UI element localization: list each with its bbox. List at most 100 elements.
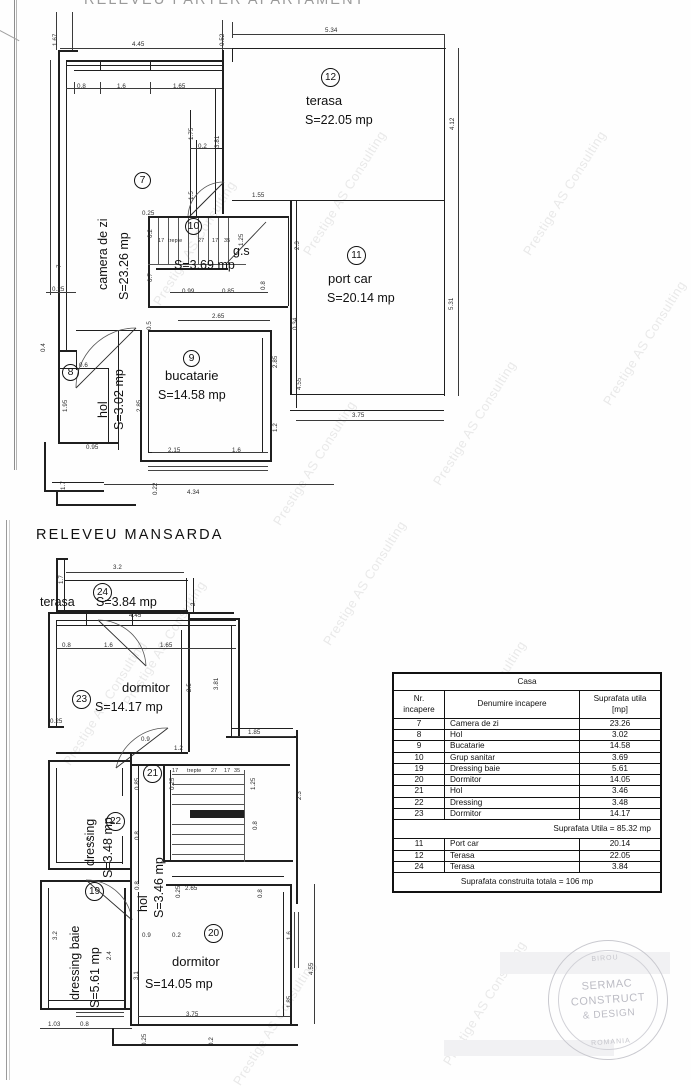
dim-value: 5.31 [448,297,455,310]
room-area-hol: S=3.02 mp [112,369,126,430]
watermark: Prestige AS Consulting [270,397,360,528]
wall [66,60,67,350]
table-title-row: Casa [393,672,661,692]
wall [56,620,57,728]
wall [56,558,68,560]
wall [122,768,123,796]
watermark: Prestige AS Consulting [300,127,390,258]
room-number-20: 20 [204,924,223,943]
wall [138,764,139,884]
table-row: 24 Terasa 3.84 [393,860,661,874]
dim-value: 1.75 [188,127,195,140]
dim-value: 1.85 [286,996,293,1008]
dim-value: 1.03 [48,1021,61,1028]
door-swing-icon [85,879,133,921]
dim-value: 0.8 [62,642,71,649]
wall [58,50,78,52]
wall [56,610,188,612]
wall [222,50,224,64]
wall [290,200,444,201]
dim-ext-line [444,34,445,48]
watermark: Prestige AS Consulting [320,517,410,648]
table-title: Casa [393,672,661,692]
wall [270,330,272,462]
wall [130,884,132,1024]
cell-nr: 23 [393,807,445,821]
room-number-label: 11 [351,249,362,261]
room-name-hol: hol [96,401,110,418]
wall [140,460,272,462]
page-edge-left-3 [6,520,7,1080]
wall [444,200,445,396]
dim-value: 3.1 [133,971,140,980]
cell-area: 23.26 [579,717,661,731]
room-area-hol-mansarda: S=3.46 mp [152,857,166,918]
dim-value: 4.34 [187,489,200,496]
wall [112,1044,298,1046]
wall [56,558,58,610]
dim-line [314,884,315,1024]
room-name-camera-de-zi: camera de zi [96,218,110,290]
stamp-ring [554,946,662,1054]
table: Casa Nr. incapere Denumire incapere Supr… [393,672,661,893]
wall [170,770,171,860]
room-area-terasa-mansarda: S=3.84 mp [96,595,157,609]
room-number-9: 9 [183,350,200,367]
wall [186,578,187,612]
wall [48,612,50,728]
wall [130,764,290,766]
dim-value: 2.3 [294,241,301,250]
dim-value: 4.45 [129,612,142,619]
wall [166,884,290,886]
cell-area: 5.61 [579,762,661,776]
wall [163,860,293,862]
dim-value: 0.8 [260,281,267,290]
cell-nr: 9 [393,740,445,753]
dim-line [138,1016,290,1017]
dim-ext-line [72,12,73,50]
dim-value: 1.65 [160,642,173,649]
stair-tread [188,218,189,264]
table-row: 21 Hol 3.46 [393,785,661,798]
dim-line-445 [60,48,222,49]
cell-name: Dormitor [444,773,580,787]
wall [58,350,76,352]
dim-line-434 [104,484,334,485]
dim-value: 0.6 [79,362,88,369]
dim-value: 0.22 [152,482,159,495]
page-edge-left-2 [16,0,17,470]
wall [122,836,123,864]
dim-line [190,148,214,149]
wall [58,350,60,442]
cell-name: Grup sanitar [444,751,580,764]
wall [193,578,194,612]
window [76,1016,124,1017]
window [76,1012,124,1013]
dim-value: 17 [224,768,231,774]
dim-value: 0.9 [141,736,150,743]
window [148,466,268,467]
wall [130,752,132,884]
wall [181,630,182,752]
plan-title-parter: RELEVEU PARTER APARTAMENT [84,0,366,8]
wall [290,884,292,1024]
table-header-row: Nr. incapere Denumire incapere Suprafata… [393,690,661,719]
dim-line [170,292,268,293]
cell-name: Dressing [444,796,580,809]
table-row: 11 Port car 20.14 [393,838,661,851]
wall [64,558,65,610]
dim-value: 2.3 [296,791,303,800]
dim-value: 0.8 [80,1021,89,1028]
dim-line-375 [296,420,444,421]
dim-tick [150,82,151,94]
room-name-port-car: port car [328,271,373,286]
wall [196,140,197,216]
dim-value: trepte [187,768,202,774]
dim-value: 1.7 [58,575,65,584]
wall [148,330,270,332]
stair-tread [172,784,244,785]
dim-value: 0.4 [40,343,47,352]
room-area-dressing-baie: S=5.61 mp [88,947,102,1008]
cell-nr: 11 [393,838,445,851]
